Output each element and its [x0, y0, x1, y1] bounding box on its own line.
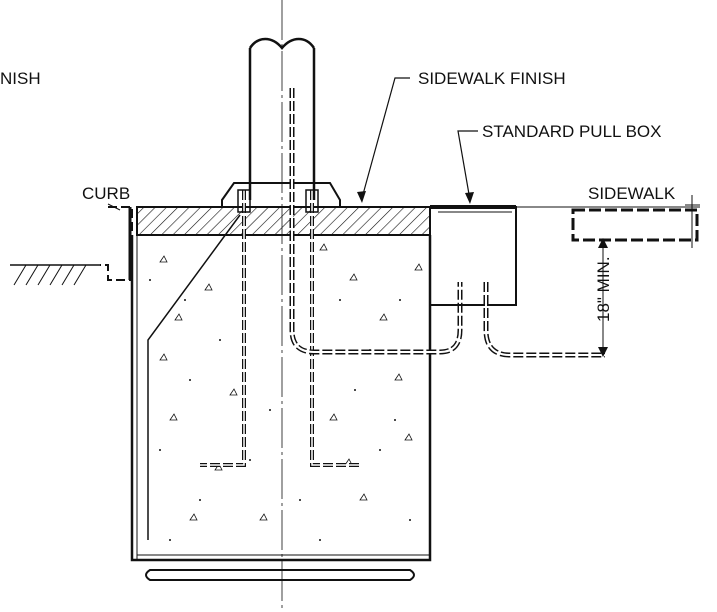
anchor-bolt-left-inner — [200, 190, 245, 466]
ground-hatch — [13, 264, 87, 286]
pole-break — [248, 37, 316, 50]
leader-arrow-pull-box — [465, 192, 474, 204]
concrete-aggregate-specks — [149, 279, 411, 541]
standard-pull-box-label: STANDARD PULL BOX — [482, 122, 662, 141]
conduit-sleeve — [147, 214, 241, 540]
bottom-rebar — [145, 569, 415, 581]
dim-arrow-top — [598, 238, 608, 248]
sidewalk-finish-slab — [136, 206, 431, 236]
anchor-bolt-right-inner — [311, 190, 360, 466]
concrete-foundation — [130, 235, 432, 562]
finish-fragment-label: NISH — [0, 69, 41, 88]
curb — [100, 206, 133, 281]
dim-arrow-bottom — [598, 347, 608, 357]
conduit-pole-inner — [291, 88, 461, 353]
pole-base-plate — [221, 182, 341, 207]
leader-sidewalk-finish — [361, 77, 410, 199]
curb-label: CURB — [82, 184, 130, 203]
leader-pull-box — [457, 130, 478, 201]
anchor-nut-right — [305, 189, 319, 213]
leader-arrow-sidewalk-finish — [357, 191, 366, 203]
pole — [248, 48, 316, 200]
conduit-out-inner — [485, 282, 605, 356]
pull-box — [430, 206, 517, 306]
leader-curb — [107, 203, 121, 211]
sidewalk-finish-label: SIDEWALK FINISH — [418, 69, 566, 88]
conduit-out — [483, 282, 605, 358]
sidewalk-label: SIDEWALK — [588, 184, 676, 203]
sidewalk-slab — [571, 208, 699, 242]
anchor-nut-left — [237, 189, 251, 213]
depth-label: 18" MIN. — [594, 256, 613, 322]
